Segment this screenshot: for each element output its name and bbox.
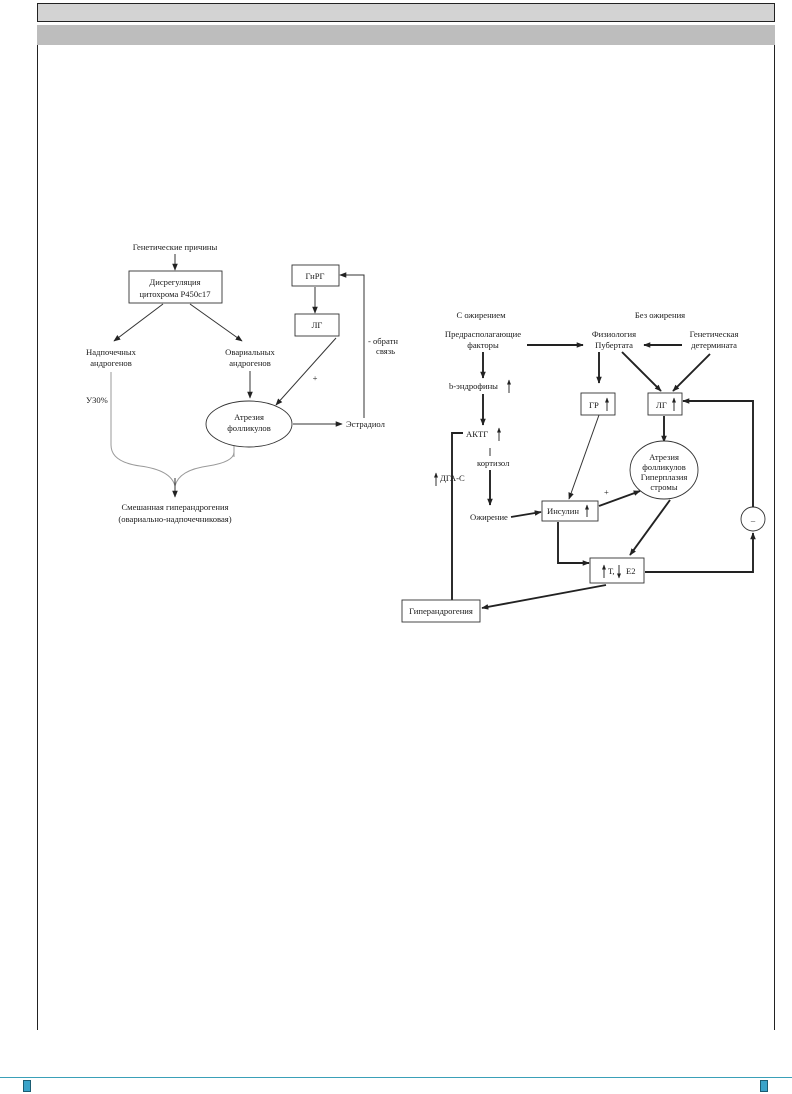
arrow-insulin-to-t	[557, 522, 590, 566]
genetic-determinant-label-1: Генетическая	[690, 329, 739, 339]
subheader-bar	[37, 25, 775, 45]
cortisol-label: кортизол	[477, 458, 510, 468]
arrow-physiology-to-lg	[621, 351, 662, 392]
mixed-label-2: (овариально-надпочечниковая)	[118, 514, 231, 524]
ovarian-label-2: андрогенов	[229, 358, 271, 368]
dysregulation-box	[128, 270, 223, 304]
gnrg-box	[291, 264, 340, 287]
physiology-label-2: Пубертата	[595, 340, 633, 350]
feedback-arrow	[339, 272, 365, 418]
lg-label: ЛГ	[312, 320, 323, 330]
right-margin-rule	[774, 45, 775, 1030]
actg-label: АКТГ	[466, 429, 488, 439]
arrow-obesity-to-insulin	[510, 510, 542, 518]
physiology-label-1: Физиология	[592, 329, 636, 339]
atresia-right-label-2: фолликулов	[642, 462, 686, 472]
footer-rule	[0, 1077, 792, 1078]
obesity-label: Ожирение	[470, 512, 508, 522]
arrow-lg-to-atresia	[275, 337, 337, 406]
header-bar	[37, 3, 775, 22]
t-e2-box	[589, 557, 645, 584]
insulin-box	[541, 500, 599, 522]
left-diagram: Генетические причины Дисрегуляция цитохр…	[86, 242, 398, 524]
t-label: Т,	[608, 566, 615, 576]
arrow-to-ovarian	[189, 303, 243, 342]
gr-label: ГР	[589, 400, 599, 410]
lg-label-right: ЛГ	[656, 400, 667, 410]
endorphins-label: b-эндрофины	[449, 381, 498, 391]
combine-brace	[110, 444, 235, 487]
minus-label: –	[750, 515, 756, 525]
predisposing-label-2: факторы	[467, 340, 499, 350]
adrenal-label-1: Надпочечных	[86, 347, 137, 357]
predisposing-label-1: Предрасполагающие	[445, 329, 521, 339]
mixed-label-1: Смешанная гиперандрогения	[121, 502, 228, 512]
feedback-label-2: связь	[376, 346, 395, 356]
dga-label: ДГА-С	[440, 473, 465, 483]
atresia-circle	[629, 440, 699, 500]
arrow-atresia-to-t	[629, 499, 671, 556]
left-margin-rule	[37, 45, 38, 1030]
arrow-minus-to-lg	[682, 398, 754, 507]
lg-box	[294, 313, 340, 337]
e2-label: Е2	[626, 566, 636, 576]
plus-sign-left: +	[313, 373, 318, 383]
with-obesity-label: С ожирением	[456, 310, 506, 320]
adrenal-label-2: андрогенов	[90, 358, 132, 368]
hyperandrogenia-label: Гиперандрогения	[409, 606, 473, 616]
insulin-label: Инсулин	[547, 506, 579, 516]
dysregulation-label-1: Дисрегуляция	[149, 277, 200, 287]
footer-marker-right	[760, 1080, 768, 1092]
ovarian-label-1: Овариальных	[225, 347, 275, 357]
gnrg-label: ГнРГ	[306, 271, 325, 281]
atresia-right-label-1: Атрезия	[649, 452, 679, 462]
footer-marker-left	[23, 1080, 31, 1092]
arrow-to-adrenal	[113, 303, 164, 342]
atresia-right-label-4: стромы	[650, 482, 678, 492]
without-obesity-label: Без ожирения	[635, 310, 685, 320]
genetic-causes-label: Генетические причины	[133, 242, 218, 252]
right-diagram: С ожирением Без ожирения Предрасполагающ…	[401, 310, 766, 623]
atresia-label-2: фолликулов	[227, 423, 271, 433]
dysregulation-label-2: цитохрома P450c17	[139, 289, 211, 299]
arrow-t-to-minus	[645, 532, 756, 573]
percent-label: У30%	[86, 395, 108, 405]
arrow-t-to-hyperandrogenia	[481, 584, 607, 610]
arrow-gr-to-insulin	[568, 414, 600, 500]
feedback-label-1: - обратн	[368, 336, 398, 346]
arrow-insulin-to-atresia	[598, 490, 641, 507]
atresia-label-1: Атрезия	[234, 412, 264, 422]
estradiol-label: Эстрадиол	[346, 419, 386, 429]
plus-sign-right: +	[604, 487, 609, 497]
dga-line	[451, 432, 463, 605]
arrow-genetic-to-lg	[672, 353, 711, 392]
hyperandrogenia-box	[401, 599, 481, 623]
atresia-right-label-3: Гиперплазия	[641, 472, 688, 482]
genetic-determinant-label-2: детермината	[691, 340, 737, 350]
atresia-ellipse	[205, 400, 293, 448]
